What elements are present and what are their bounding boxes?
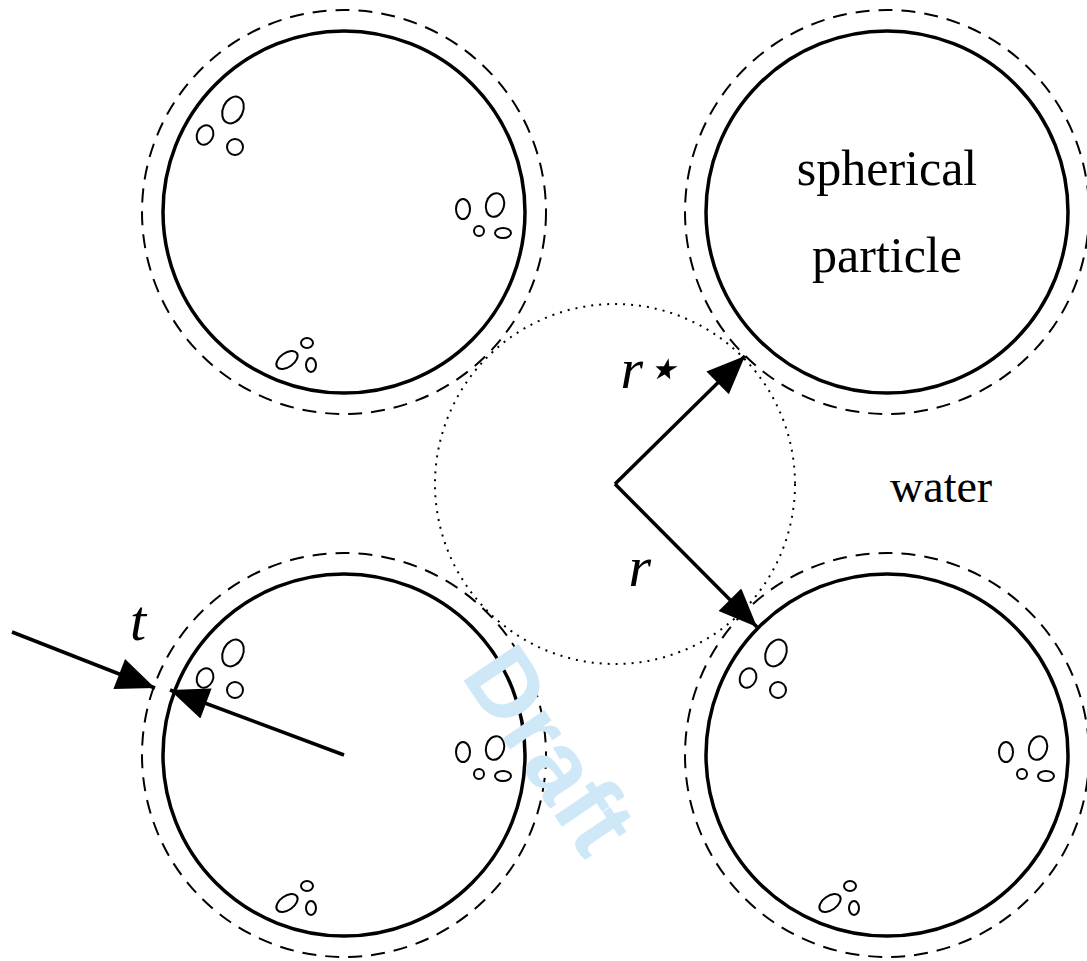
radius-label: r⋆ [621,334,680,402]
particle-circle: spherical particle [706,31,1068,393]
particles [142,10,1087,957]
radius-label: r [629,533,652,600]
interaction-circle [435,304,795,664]
dimension-arrows [12,356,757,755]
bubbles [194,93,1054,916]
particle-label: spherical particle [765,125,1009,300]
watermark: Draft [442,626,658,873]
thickness-label: t [130,587,146,654]
medium-label: water [890,460,992,513]
particle-outline [706,31,1068,393]
